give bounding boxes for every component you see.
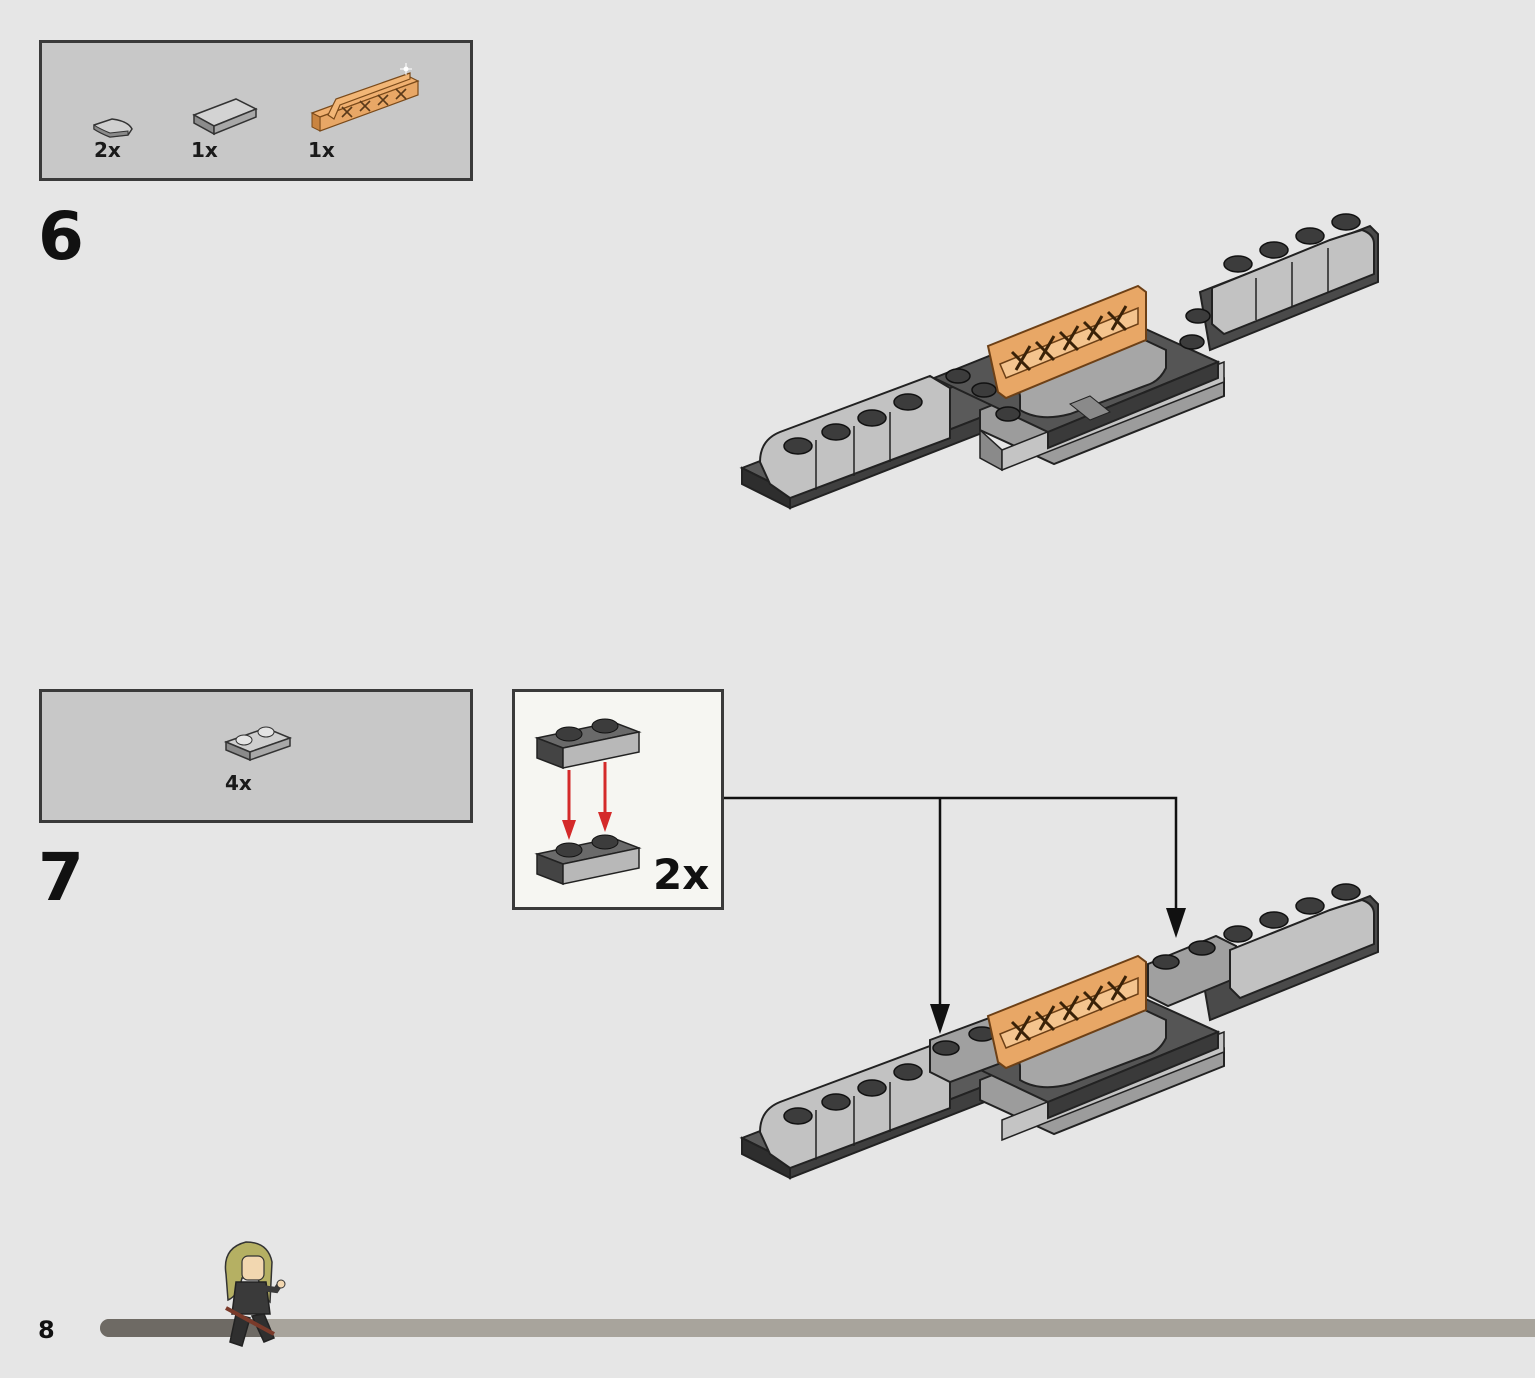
- progress-fill: [100, 1319, 270, 1337]
- step-6-parts-box: 2x 1x 1x: [39, 40, 473, 181]
- gray-1x4-tile-icon: [192, 98, 258, 136]
- plate-stacking-diagram: [534, 718, 642, 886]
- step-7-sub-assembly-callout: 2x: [512, 689, 724, 910]
- step-6-part-1-qty: 2x: [94, 138, 121, 162]
- step-7-number: 7: [38, 839, 84, 916]
- step-6-part-2-qty: 1x: [191, 138, 218, 162]
- step-6-number: 6: [38, 198, 84, 275]
- minifigure-progress-marker-icon: [224, 1241, 286, 1347]
- step-6-part-3-qty: 1x: [308, 138, 335, 162]
- step-7-assembly-illustration: [739, 883, 1379, 1180]
- callout-multiplier: 2x: [653, 850, 710, 899]
- step-6-assembly-illustration: [739, 213, 1379, 510]
- orange-lattice-fence-icon: [310, 63, 420, 132]
- step-7-parts-box: 4x: [39, 689, 473, 823]
- step-7-part-1-qty: 4x: [225, 771, 252, 795]
- progress-bar: [100, 1319, 1535, 1337]
- gray-1x2-plate-icon: [223, 726, 293, 762]
- gray-quarter-round-tile-icon: [93, 118, 133, 138]
- page-number: 8: [38, 1316, 55, 1344]
- progress-track: [100, 1319, 1535, 1337]
